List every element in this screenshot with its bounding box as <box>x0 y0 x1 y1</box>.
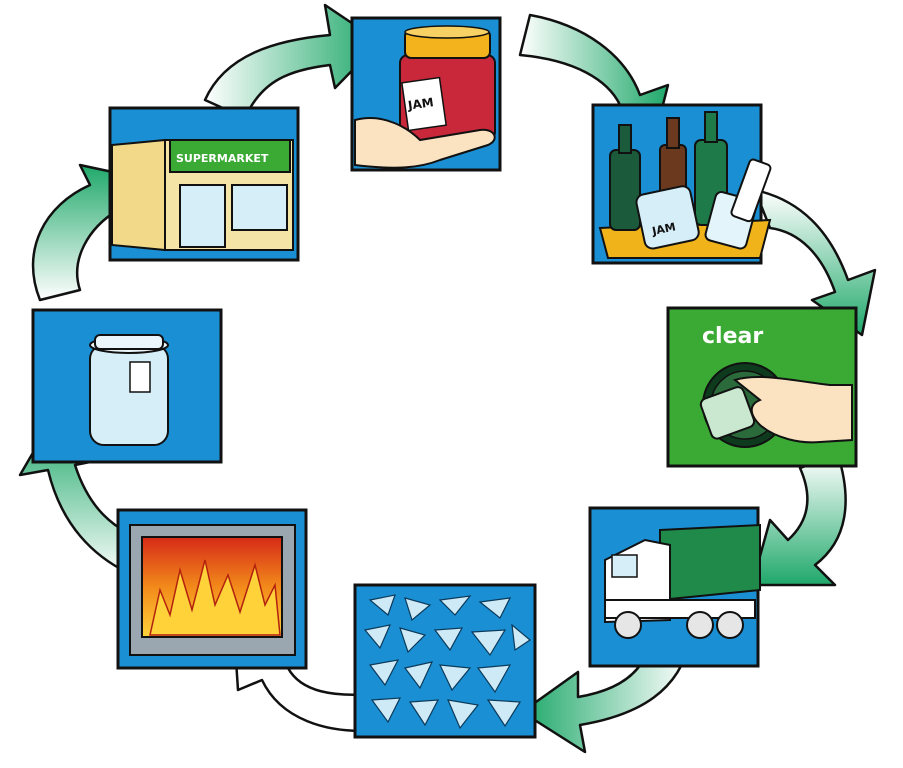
step-shop: SUPERMARKET <box>108 106 300 262</box>
step-melting <box>116 508 308 670</box>
step-collection <box>588 506 761 668</box>
arrow-bottles-to-bank <box>753 188 877 337</box>
hand-holding-jam-jar-icon <box>354 25 496 169</box>
recycling-truck-icon <box>604 523 761 639</box>
step-bottle-bank: clear <box>666 306 858 468</box>
crushed-glass-icon <box>363 594 532 730</box>
step-new-jar <box>31 308 223 464</box>
arrow-bank-to-truck <box>750 453 847 587</box>
basket-jam-label: JAM <box>650 220 677 238</box>
new-glass-jar-icon <box>89 334 169 446</box>
bank-clear-label: clear <box>702 324 763 349</box>
used-bottles-basket-icon <box>598 111 772 259</box>
furnace-icon <box>129 524 296 656</box>
jam-label: JAM <box>406 95 434 113</box>
step-used-bottles: JAM <box>591 103 772 265</box>
clear-bottle-bank-icon <box>699 362 853 448</box>
supermarket-sign-label: SUPERMARKET <box>176 152 269 165</box>
step-crushing <box>353 583 537 739</box>
supermarket-icon <box>111 138 294 252</box>
step-jam-jar: JAM <box>350 16 502 172</box>
